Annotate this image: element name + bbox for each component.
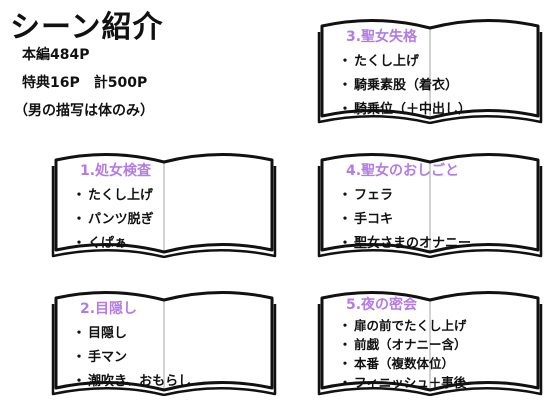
scene-book-1: 1.処女検査 ・たくし上げ ・パンツ脱ぎ ・くぱぁ [50, 146, 278, 258]
open-book-icon [51, 290, 277, 396]
page-title: シーン紹介 [10, 10, 164, 45]
scene-heading: 5.夜の密会 [346, 297, 418, 313]
bonus-count: 特典16P 計500P [22, 75, 148, 91]
scene-item: ・聖女さまのオナニー [338, 236, 472, 251]
open-book-icon [317, 152, 543, 258]
scene-book-4: 4.聖女のおしごと ・フェラ ・手コキ ・聖女さまのオナニー [316, 146, 544, 258]
scene-item: ・フィニッシュ＋事後 [338, 375, 467, 390]
scene-item: ・目隠し [72, 326, 128, 341]
scene-item: ・潮吹き、おもらし [72, 374, 192, 389]
scene-item: ・騎乗位（＋中出し） [338, 102, 472, 117]
scene-item: ・くぱぁ [72, 236, 128, 251]
scene-heading: 1.処女検査 [80, 163, 152, 179]
scene-item: ・たくし上げ [338, 54, 420, 69]
scene-heading: 2.目隠し [80, 301, 138, 317]
scene-item: ・本番（複数体位） [338, 356, 455, 371]
depiction-note: （男の描写は体のみ） [14, 103, 154, 119]
scene-book-5: 5.夜の密会 ・扉の前でたくし上げ ・前戯（オナニー含） ・本番（複数体位） ・… [316, 284, 544, 396]
scene-item: ・手マン [72, 350, 128, 365]
scene-heading: 4.聖女のおしごと [346, 163, 460, 179]
scene-item: ・フェラ [338, 188, 394, 203]
scene-heading: 3.聖女失格 [346, 29, 418, 45]
scene-item: ・前戯（オナニー含） [338, 337, 467, 352]
open-book-icon [317, 290, 543, 396]
scene-book-2: 2.目隠し ・目隠し ・手マン ・潮吹き、おもらし [50, 284, 278, 396]
scene-book-3: 3.聖女失格 ・たくし上げ ・騎乗素股（着衣） ・騎乗位（＋中出し） [316, 12, 544, 124]
scene-item: ・扉の前でたくし上げ [338, 318, 467, 333]
scene-item: ・パンツ脱ぎ [72, 212, 154, 227]
open-book-icon [317, 18, 543, 124]
open-book-icon [51, 152, 277, 258]
page-count: 本編484P [22, 47, 90, 63]
scene-item: ・手コキ [338, 212, 394, 227]
scene-item: ・騎乗素股（着衣） [338, 78, 459, 93]
scene-item: ・たくし上げ [72, 188, 154, 203]
